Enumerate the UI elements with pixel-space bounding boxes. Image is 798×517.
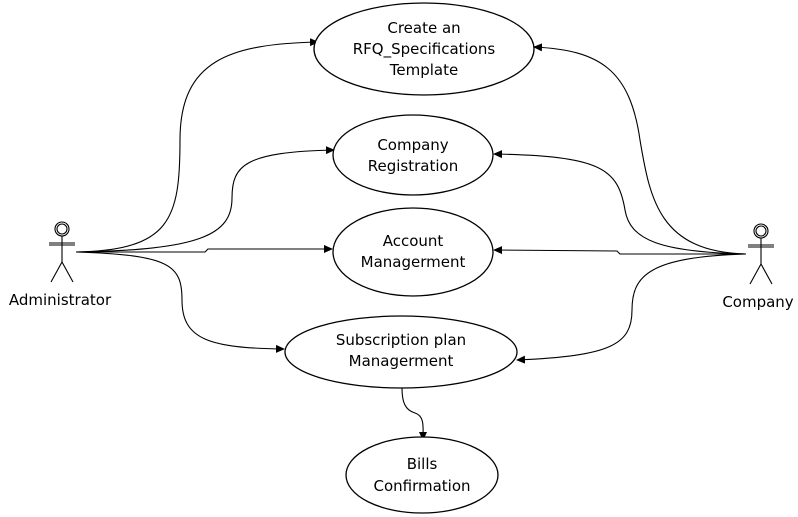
actor-label: Company bbox=[722, 293, 793, 311]
stick-figure-icon bbox=[49, 221, 75, 283]
use-case-label-line: Managerment bbox=[361, 253, 466, 271]
use-case-label-line: Registration bbox=[368, 157, 458, 175]
use-case-company-registration[interactable]: Company Registration bbox=[332, 114, 494, 196]
edge-admin-subscription-plan bbox=[75, 251, 285, 353]
edge-admin-account-management bbox=[76, 245, 333, 253]
edge-company-company-registration bbox=[493, 150, 747, 255]
edge-subscription-bills bbox=[401, 387, 428, 441]
use-case-label-line: Confirmation bbox=[373, 477, 470, 495]
use-case-subscription-plan[interactable]: Subscription plan Managerment bbox=[284, 315, 518, 389]
edge-admin-company-registration bbox=[75, 146, 335, 253]
edge-admin-rfq-template bbox=[75, 38, 319, 253]
edge-company-account-management bbox=[493, 246, 746, 255]
use-case-label-line: RFQ_Specifications bbox=[353, 40, 496, 59]
use-case-label-line: Account bbox=[383, 232, 444, 250]
edge-company-subscription-plan bbox=[516, 253, 747, 364]
use-case-label-line: Company bbox=[377, 136, 448, 154]
use-case-label-line: Create an bbox=[387, 19, 460, 37]
use-case-bills-confirmation[interactable]: Bills Confirmation bbox=[345, 436, 499, 514]
use-case-label-line: Subscription plan bbox=[336, 331, 466, 349]
stick-figure-icon bbox=[748, 223, 774, 285]
use-case-account-management[interactable]: Account Managerment bbox=[332, 207, 494, 297]
use-case-label-line: Managerment bbox=[349, 352, 454, 370]
edges bbox=[75, 38, 747, 441]
use-case-rfq-template[interactable]: Create an RFQ_Specifications Template bbox=[313, 2, 535, 96]
use-case-label-line: Bills bbox=[407, 455, 438, 473]
actor-administrator[interactable]: Administrator bbox=[9, 221, 112, 309]
edge-company-rfq-template bbox=[533, 43, 747, 255]
actor-label: Administrator bbox=[9, 291, 112, 309]
actor-company[interactable]: Company bbox=[722, 223, 794, 311]
use-case-label-line: Template bbox=[389, 61, 458, 79]
